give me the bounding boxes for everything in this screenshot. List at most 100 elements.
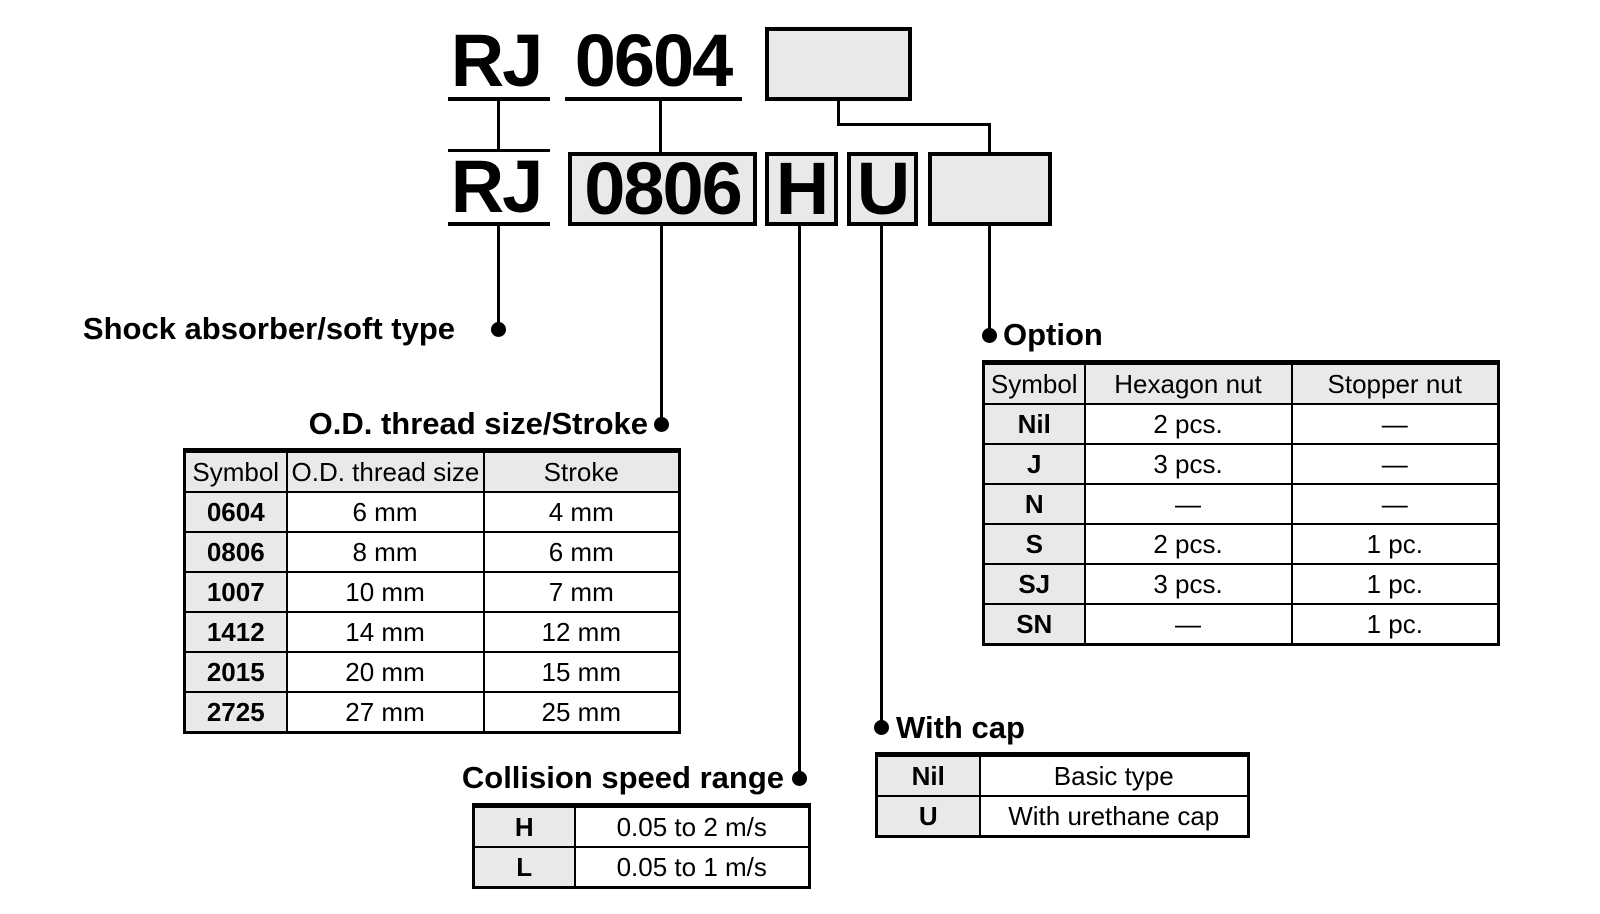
symbol-cell: SJ [982, 563, 1086, 605]
table-row: SN—1 pc. [982, 603, 1500, 646]
value-cell: 6 mm [482, 531, 681, 573]
cap-symbol-box: U [847, 152, 918, 226]
symbol-cell: 1412 [183, 611, 288, 653]
value-cell: 2 pcs. [1083, 403, 1293, 445]
value-cell: Basic type [978, 753, 1250, 797]
connector-line [988, 123, 991, 154]
symbol-cell: Nil [982, 403, 1086, 445]
symbol-cell: J [982, 443, 1086, 485]
symbol-cell: N [982, 483, 1086, 525]
connector-line [988, 224, 991, 329]
value-cell: 3 pcs. [1083, 443, 1293, 485]
collision-speed-label: Collision speed range [461, 760, 784, 795]
value-cell: 1 pc. [1290, 563, 1500, 605]
column-header: Symbol [982, 361, 1086, 405]
od-thread-size-label: O.D. thread size/Stroke [308, 406, 648, 441]
speed-symbol-box: H [765, 152, 838, 226]
table-row: N—— [982, 483, 1500, 525]
value-cell: 15 mm [482, 651, 681, 693]
withcap-label: With cap [896, 710, 1025, 745]
blank-option-box-top [765, 27, 912, 101]
symbol-cell: 1007 [183, 571, 288, 613]
column-header: Symbol [183, 449, 288, 493]
value-cell: 6 mm [285, 491, 485, 533]
value-cell: 3 pcs. [1083, 563, 1293, 605]
value-cell: 25 mm [482, 691, 681, 734]
underline [565, 97, 742, 101]
withcap-bullet-icon [874, 720, 889, 735]
od-bullet-icon [654, 417, 669, 432]
symbol-cell: 0806 [183, 531, 288, 573]
connector-line [880, 224, 883, 723]
symbol-cell: H [472, 804, 576, 848]
value-cell: 10 mm [285, 571, 485, 613]
value-cell: 2 pcs. [1083, 523, 1293, 565]
model-size-top: 0604 [574, 19, 734, 102]
value-cell: 0.05 to 2 m/s [573, 804, 811, 848]
value-cell: 27 mm [285, 691, 485, 734]
connector-line [798, 224, 801, 774]
value-cell: 1 pc. [1290, 523, 1500, 565]
overline [448, 149, 550, 152]
connector-line [659, 99, 662, 154]
symbol-cell: 0604 [183, 491, 288, 533]
value-cell: — [1083, 603, 1293, 646]
connector-line [837, 123, 991, 126]
value-cell: 4 mm [482, 491, 681, 533]
value-cell: 7 mm [482, 571, 681, 613]
value-cell: — [1290, 483, 1500, 525]
model-prefix-top: RJ [450, 19, 544, 102]
model-size-box: 0806 [568, 152, 757, 226]
value-cell: 8 mm [285, 531, 485, 573]
value-cell: 1 pc. [1290, 603, 1500, 646]
value-cell: 12 mm [482, 611, 681, 653]
value-cell: 14 mm [285, 611, 485, 653]
option-bullet-icon [982, 328, 997, 343]
symbol-cell: SN [982, 603, 1086, 646]
symbol-cell: S [982, 523, 1086, 565]
connector-line [497, 224, 500, 324]
connector-line [660, 224, 663, 420]
column-header: Stroke [482, 449, 681, 493]
symbol-cell: L [472, 846, 576, 889]
underline [448, 97, 550, 101]
underline [448, 222, 550, 226]
shock-bullet-icon [491, 322, 506, 337]
column-header: O.D. thread size [285, 449, 485, 493]
value-cell: 20 mm [285, 651, 485, 693]
symbol-cell: 2015 [183, 651, 288, 693]
option-label: Option [1003, 317, 1103, 352]
blank-option-box-bottom [928, 152, 1052, 226]
value-cell: — [1290, 443, 1500, 485]
column-header: Stopper nut [1290, 361, 1500, 405]
model-prefix-bottom: RJ [450, 145, 544, 228]
value-cell: — [1290, 403, 1500, 445]
value-cell: 0.05 to 1 m/s [573, 846, 811, 889]
column-header: Hexagon nut [1083, 361, 1293, 405]
shock-absorber-label: Shock absorber/soft type [82, 311, 455, 346]
value-cell: — [1083, 483, 1293, 525]
symbol-cell: U [875, 795, 981, 838]
value-cell: With urethane cap [978, 795, 1250, 838]
collision-bullet-icon [792, 771, 807, 786]
